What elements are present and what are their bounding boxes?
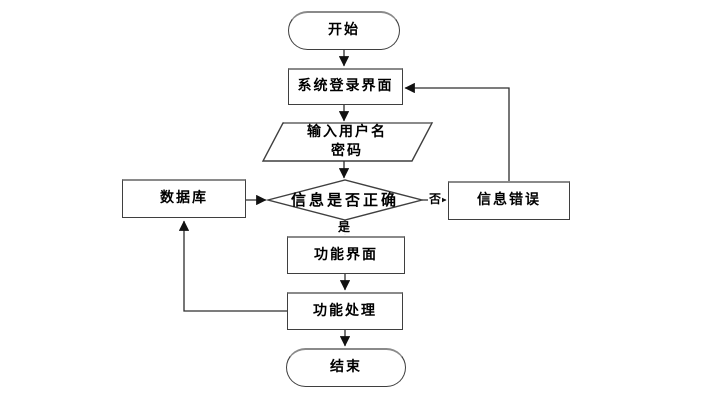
node-end: 结束: [286, 348, 406, 387]
edge-error-to-login: [404, 82, 510, 181]
node-login-screen: 系统登录界面: [288, 68, 403, 105]
node-function-processing: 功能处理: [287, 292, 403, 330]
node-start: 开始: [288, 11, 400, 50]
edge-label-yes: 是: [337, 220, 352, 234]
node-decision-label: 信息是否正确: [290, 190, 399, 209]
node-info-error: 信息错误: [448, 181, 570, 220]
node-function-screen: 功能界面: [287, 236, 405, 274]
node-input-credentials-label: 输入用户名 密码: [307, 124, 387, 159]
edge-func-proc-to-database: [178, 220, 287, 312]
node-database: 数据库: [122, 179, 246, 218]
edge-label-no: 否: [428, 192, 443, 206]
